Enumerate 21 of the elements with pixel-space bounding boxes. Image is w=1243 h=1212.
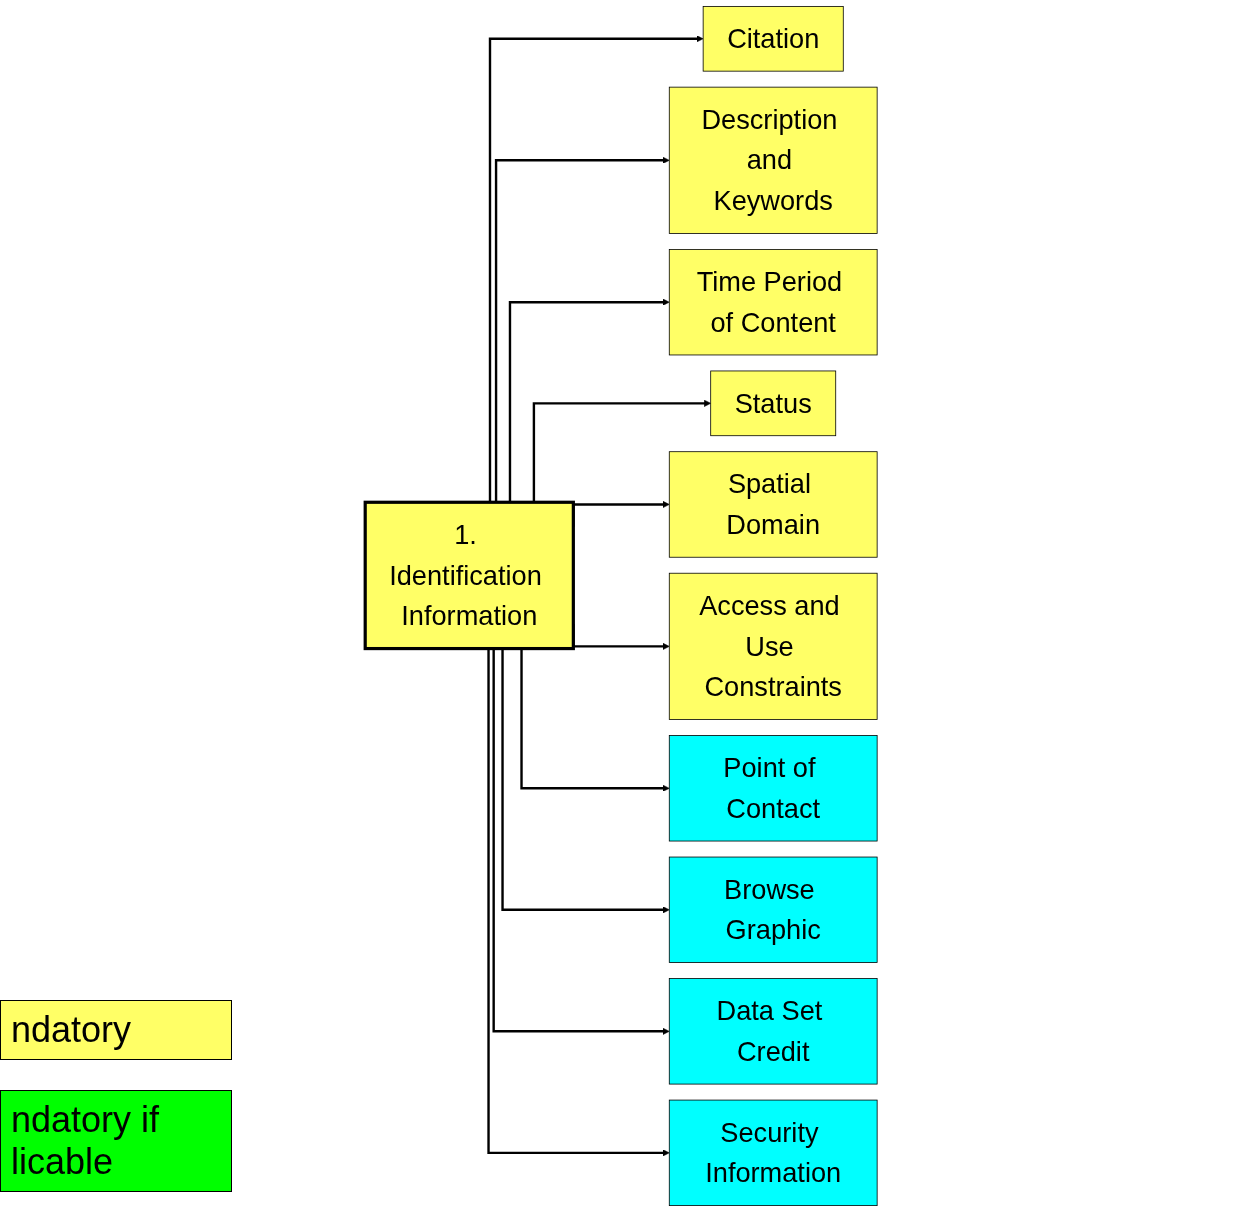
- node-box: Time Period of Content: [669, 249, 878, 356]
- arrow: [509, 298, 670, 503]
- arrow: [489, 35, 704, 503]
- arrow: [495, 156, 670, 503]
- node-box: Security Information: [669, 1099, 878, 1206]
- node-box: Browse Graphic: [669, 856, 878, 963]
- arrow: [533, 399, 712, 503]
- node-box: Access and Use Constraints: [669, 572, 878, 720]
- node-box: Spatial Domain: [669, 451, 878, 558]
- arrow: [492, 648, 670, 1035]
- node-box: Point of Contact: [669, 735, 878, 842]
- arrow: [487, 648, 670, 1157]
- legend-entry: ndatory if licable: [0, 1090, 232, 1192]
- node-box: Status: [710, 370, 837, 437]
- node-box: Citation: [703, 6, 844, 72]
- node-box: 1. Identification Information: [363, 500, 576, 651]
- node-box: Description and Keywords: [669, 86, 878, 234]
- arrow: [501, 648, 670, 914]
- arrow: [520, 648, 670, 792]
- node-box: Data Set Credit: [669, 978, 878, 1085]
- legend-entry: ndatory: [0, 1000, 232, 1060]
